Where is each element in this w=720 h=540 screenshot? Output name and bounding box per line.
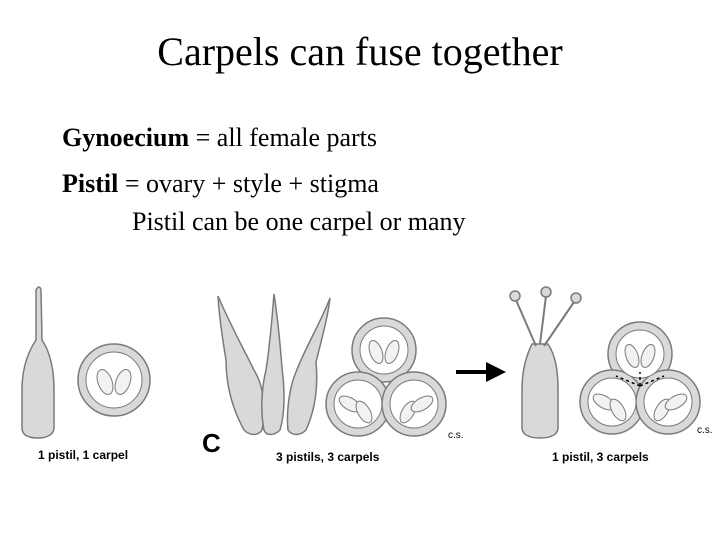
gynoecium-line: Gynoecium = all female parts xyxy=(62,122,377,154)
stigma-right xyxy=(570,292,582,304)
single-carpel-cross-section xyxy=(77,343,151,417)
gynoecium-term: Gynoecium xyxy=(62,123,190,152)
caption-one-pistil-three-carpels: 1 pistil, 3 carpels xyxy=(552,450,649,464)
caption-three-pistils-three-carpels: 3 pistils, 3 carpels xyxy=(276,450,380,464)
cross-section-label-b: c.s. xyxy=(697,425,713,436)
cross-section-label-a: c.s. xyxy=(448,430,464,441)
fused-pistil xyxy=(521,343,559,439)
separate-pistil-left xyxy=(217,295,265,436)
fused-carpels-cross-section xyxy=(579,321,701,435)
pistil-term: Pistil xyxy=(62,169,119,198)
stigma-left xyxy=(509,290,521,302)
fusion-arrow xyxy=(456,362,506,382)
pistil-definition: = ovary + style + stigma xyxy=(118,169,379,198)
caption-one-pistil-one-carpel: 1 pistil, 1 carpel xyxy=(38,448,129,462)
stigma-center xyxy=(540,286,552,298)
panel-letter: C xyxy=(202,428,221,458)
slide-title: Carpels can fuse together xyxy=(157,29,563,74)
gynoecium-definition: = all female parts xyxy=(189,123,378,152)
single-pistil xyxy=(21,286,55,439)
pistil-line: Pistil = ovary + style + stigma xyxy=(62,168,379,200)
separate-pistil-center xyxy=(261,293,285,436)
separate-pistil-right xyxy=(286,297,331,436)
pistil-note: Pistil can be one carpel or many xyxy=(132,207,466,236)
separate-carpels-cross-section xyxy=(325,317,447,437)
carpel-diagram xyxy=(21,286,701,439)
